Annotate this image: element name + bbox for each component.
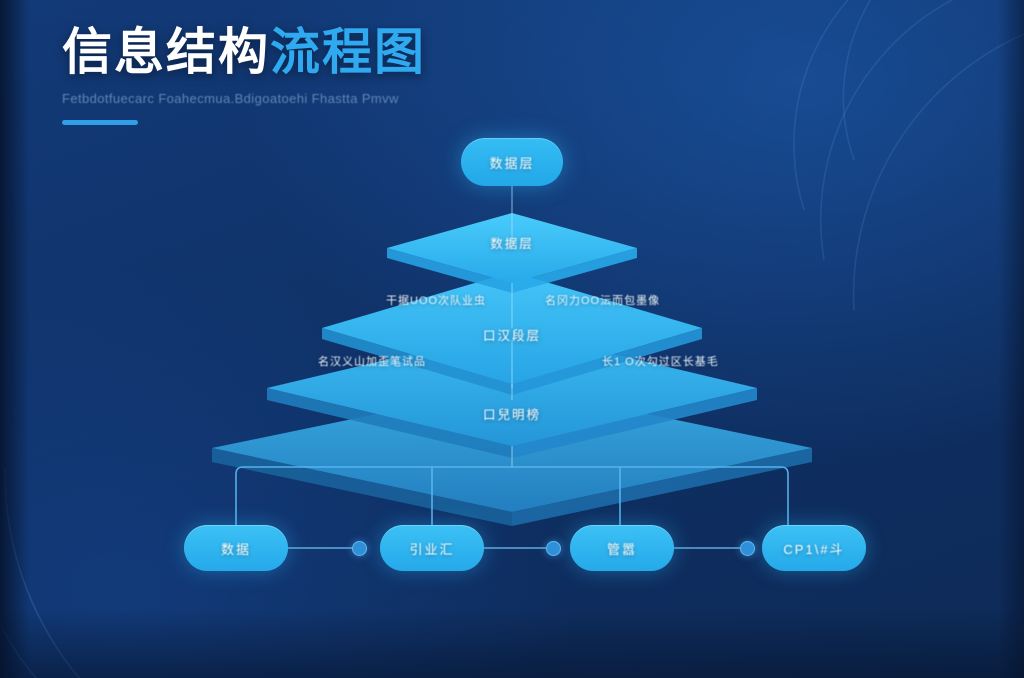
pyramid-apex-node[interactable]: 数据层 (461, 138, 563, 186)
header: 信息结构流程图 Fetbdotfuecarc Foahecmua.Bdigoat… (62, 26, 426, 125)
bottom-node-2-label: 引业汇 (409, 541, 455, 557)
layer-2-center-label: 数据层 (490, 237, 534, 251)
layer-3-left-label: 干据UOO次队业虫 (386, 295, 487, 307)
layer-3-center-label: 口汉段层 (482, 329, 542, 343)
bottom-node-2[interactable]: 引业汇 (380, 525, 484, 571)
bottom-node-3[interactable]: 管嚣 (570, 525, 674, 571)
bottom-node-3-label: 管嚣 (606, 541, 637, 557)
layer-4-left-label: 名汉义山加歪笔试品 (318, 356, 426, 368)
link-dot-1 (352, 541, 367, 556)
page-title-accent: 流程图 (270, 23, 426, 81)
link-dot-2 (546, 541, 561, 556)
layer-3-right-label: 名冈力OO沄而包墨像 (545, 295, 661, 307)
bottom-node-4[interactable]: CP1\#斗 (762, 525, 866, 571)
page-title: 信息结构流程图 (62, 26, 426, 79)
layer-4-right-label: 长1 O次勾过区长基毛 (602, 356, 719, 368)
bottom-node-1-label: 数据 (220, 541, 251, 557)
page-title-primary: 信息结构 (62, 23, 270, 81)
link-dot-3 (740, 541, 755, 556)
title-underline-rule (62, 119, 138, 125)
page-subtitle: Fetbdotfuecarc Foahecmua.Bdigoatoehi Fha… (62, 90, 399, 106)
layer-4-center-label: 口兒明榜 (482, 408, 542, 422)
pyramid-apex-label: 数据层 (489, 155, 535, 171)
bottom-node-1[interactable]: 数据 (184, 525, 288, 571)
bottom-node-4-label: CP1\#斗 (783, 541, 845, 557)
